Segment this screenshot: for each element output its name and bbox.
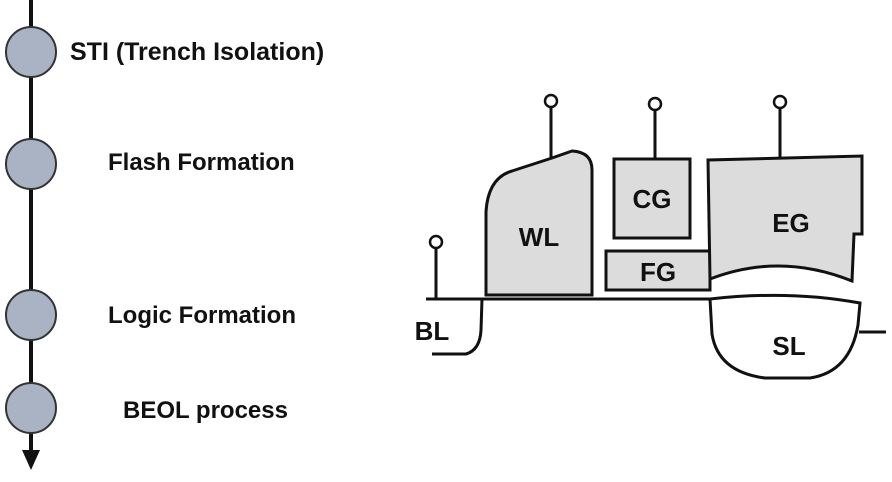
step-label-flash: Flash Formation (108, 149, 295, 176)
step-node-sti (5, 26, 57, 78)
sl-diffusion (708, 293, 862, 380)
bl-label: BL (415, 316, 450, 346)
process-flow: STI (Trench Isolation) Flash Formation L… (5, 0, 324, 470)
sl-label: SL (772, 331, 805, 361)
bl-terminal-contact (428, 234, 444, 250)
timeline-arrowhead (22, 450, 40, 470)
step-label-sti: STI (Trench Isolation) (70, 38, 324, 66)
eg-label: EG (772, 208, 810, 238)
cg-terminal-contact (647, 96, 663, 112)
step-node-flash (5, 138, 57, 190)
eg-terminal-contact (772, 94, 788, 110)
wl-terminal-contact (543, 93, 559, 109)
fg-label: FG (640, 257, 676, 287)
bl-diffusion (432, 298, 484, 356)
step-label-beol: BEOL process (123, 397, 288, 424)
eg-gate (706, 154, 864, 284)
cg-label: CG (633, 184, 672, 214)
cell-labels: WL CG FG EG BL SL (415, 184, 810, 361)
cg-gate (612, 157, 692, 240)
wl-label: WL (519, 222, 560, 252)
cell-cross-section (426, 93, 886, 380)
step-label-logic: Logic Formation (108, 302, 296, 329)
step-node-beol (5, 382, 57, 434)
step-node-logic (5, 289, 57, 341)
wl-gate (484, 149, 594, 297)
